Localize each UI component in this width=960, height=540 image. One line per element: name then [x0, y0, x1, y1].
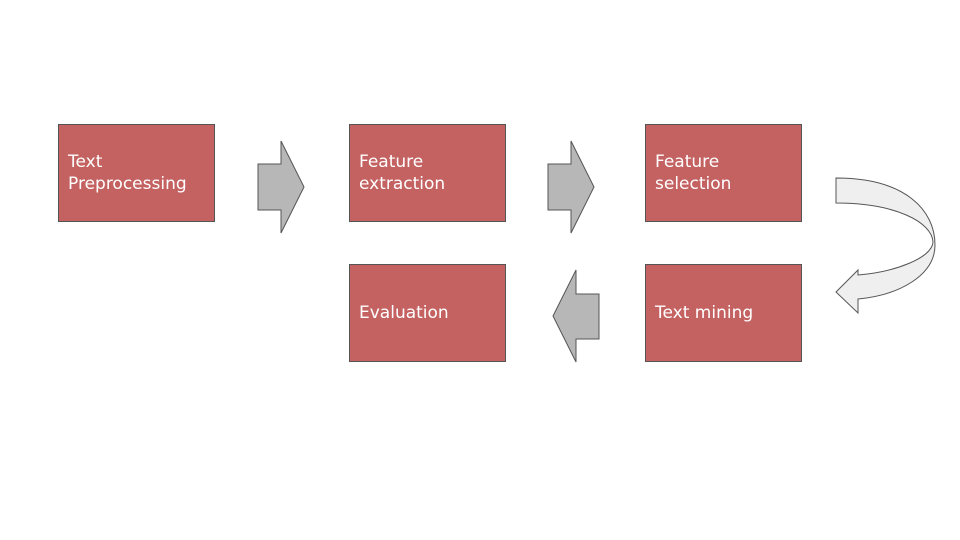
right-arrow-icon [547, 140, 595, 234]
step-text-mining: Text mining [645, 264, 802, 362]
step-feature-extraction: Feature extraction [349, 124, 506, 222]
step-feature-selection: Feature selection [645, 124, 802, 222]
step-label: Text Preprocessing [68, 152, 187, 194]
step-evaluation: Evaluation [349, 264, 506, 362]
right-arrow-icon [257, 140, 305, 234]
left-arrow-icon [552, 269, 600, 363]
step-text-preprocessing: Text Preprocessing [58, 124, 215, 222]
curved-down-arrow-icon [835, 177, 936, 315]
step-label: Feature selection [655, 152, 732, 194]
step-label: Evaluation [359, 303, 449, 323]
step-label: Feature extraction [359, 152, 446, 194]
step-label: Text mining [655, 303, 754, 323]
